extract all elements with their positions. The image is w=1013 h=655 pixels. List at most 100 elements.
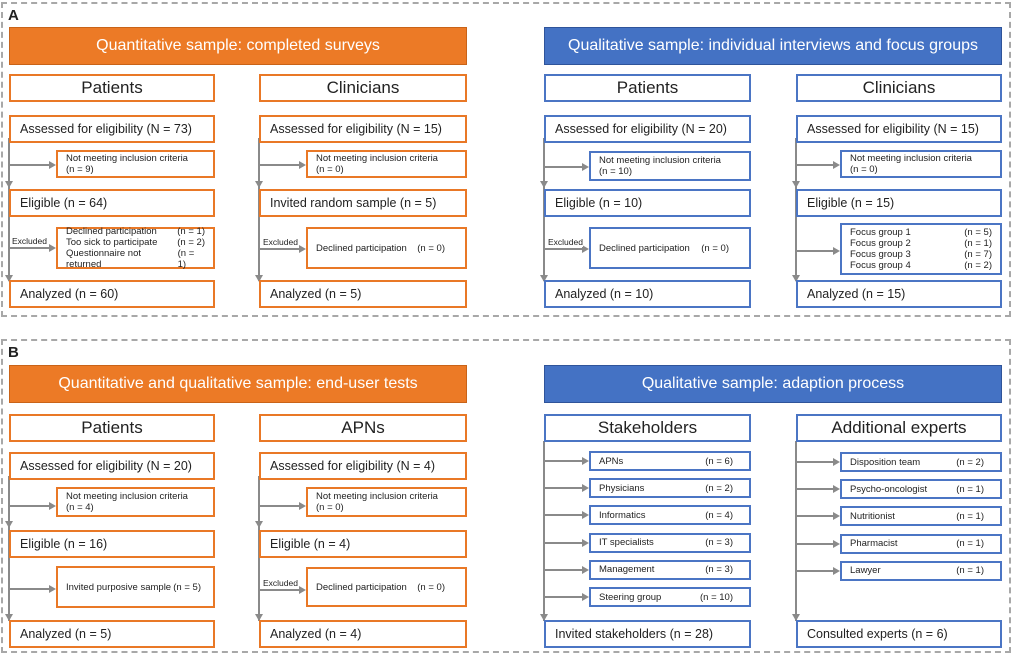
stakeholder-label: IT specialists xyxy=(599,537,654,549)
qual-clinicians-assessed: Assessed for eligibility (N = 15) xyxy=(796,115,1002,143)
qual-clinicians-focus-groups: Focus group 1(n = 5) Focus group 2(n = 1… xyxy=(840,223,1002,275)
flow-arrow xyxy=(540,614,548,621)
stakeholder-item: Physicians(n = 2) xyxy=(589,478,751,499)
b-patients-invited: Invited purposive sample(n = 5) xyxy=(56,566,215,608)
flow-line xyxy=(258,248,299,250)
flow-arrow xyxy=(5,275,13,282)
not-meeting-value: (n = 0) xyxy=(316,164,344,175)
expert-row: Lawyer (n = 1) xyxy=(850,565,992,576)
focus-group-row: Focus group 2(n = 1) xyxy=(850,238,992,249)
flow-line xyxy=(543,248,582,250)
flow-arrow xyxy=(255,614,263,621)
stakeholder-row: Management(n = 3) xyxy=(599,564,741,575)
stakeholder-item: APNs (n = 6) xyxy=(589,451,751,471)
flow-line xyxy=(543,514,582,517)
panel-a-label: A xyxy=(8,7,19,24)
flow-arrow xyxy=(833,161,840,169)
expert-item: Lawyer (n = 1) xyxy=(840,560,1002,581)
qual-clinicians-not-meeting: Not meeting inclusion criteria (n = 0) xyxy=(840,150,1002,178)
flow-arrow xyxy=(582,511,589,520)
stakeholder-item: Management(n = 3) xyxy=(589,559,751,580)
panel-b xyxy=(1,339,1011,653)
quant-patients-not-meeting: Not meeting inclusion criteria (n = 9) xyxy=(56,150,215,178)
flow-arrow xyxy=(540,181,548,188)
flow-arrow xyxy=(833,512,840,521)
b-patients-eligible: Eligible (n = 16) xyxy=(9,530,215,558)
not-meeting-label: Not meeting inclusion criteria xyxy=(599,155,721,166)
expert-item: Pharmacist (n = 1) xyxy=(840,533,1002,554)
focus-group-row: Focus group 1(n = 5) xyxy=(850,227,992,238)
qual-clinicians-eligible: Eligible (n = 15) xyxy=(796,189,1002,217)
not-meeting-label: Not meeting inclusion criteria xyxy=(316,153,438,164)
adaption-process-header: Qualitative sample: adaption process xyxy=(544,365,1002,403)
flow-arrow xyxy=(49,244,56,252)
flow-arrow xyxy=(582,457,589,465)
b-apns-not-meeting: Not meeting inclusion criteria (n = 0) xyxy=(306,487,467,517)
consulted-experts-total: Consulted experts (n = 6) xyxy=(796,620,1002,648)
stakeholder-item: IT specialists(n = 3) xyxy=(589,532,751,553)
excluded-row: Too sick to participate(n = 2) xyxy=(66,237,205,248)
flow-line xyxy=(543,166,582,168)
flow-arrow xyxy=(582,565,589,574)
flow-line xyxy=(8,247,49,249)
end-user-tests-header: Quantitative and qualitative sample: end… xyxy=(9,365,467,403)
expert-row: Nutritionist(n = 1) xyxy=(850,511,992,522)
stakeholder-label: APNs xyxy=(599,455,624,467)
b-apns-declined: Declined participation(n = 0) xyxy=(306,567,467,607)
flow-arrow xyxy=(582,245,589,253)
stakeholder-item: Steering group(n = 10) xyxy=(589,587,751,607)
flow-arrow xyxy=(5,614,13,621)
stakeholder-row: Physicians(n = 2) xyxy=(599,483,741,494)
qual-patients-declined: Declined participation(n = 0) xyxy=(589,227,751,269)
expert-count: (n = 1) xyxy=(956,538,984,550)
expert-row: Disposition team(n = 2) xyxy=(850,457,992,468)
not-meeting-label: Not meeting inclusion criteria xyxy=(850,153,972,164)
qual-patients-assessed: Assessed for eligibility (N = 20) xyxy=(544,115,751,143)
expert-label: Lawyer xyxy=(850,565,881,577)
expert-count: (n = 2) xyxy=(956,456,984,468)
stakeholder-count: (n = 2) xyxy=(705,482,733,494)
b-patients-assessed: Assessed for eligibility (N = 20) xyxy=(9,452,215,480)
b-apns-title: APNs xyxy=(259,414,467,442)
flow-arrow xyxy=(833,539,840,548)
flow-line xyxy=(543,568,582,571)
qual-patients-title: Patients xyxy=(544,74,751,102)
flow-line xyxy=(795,164,833,166)
quant-patients-title: Patients xyxy=(9,74,215,102)
not-meeting-value: (n = 4) xyxy=(66,502,94,513)
flow-line xyxy=(258,164,299,166)
stakeholder-item: Informatics (n = 4) xyxy=(589,505,751,526)
b-patients-not-meeting: Not meeting inclusion criteria (n = 4) xyxy=(56,487,215,517)
flow-arrow xyxy=(255,181,263,188)
expert-count: (n = 1) xyxy=(956,483,984,495)
expert-row: Pharmacist (n = 1) xyxy=(850,538,992,549)
flow-line xyxy=(8,505,49,507)
invited-row: Invited purposive sample(n = 5) xyxy=(66,581,201,593)
expert-count: (n = 1) xyxy=(956,565,984,577)
expert-row: Psycho-oncologist(n = 1) xyxy=(850,484,992,495)
expert-item: Psycho-oncologist(n = 1) xyxy=(840,479,1002,500)
flow-line xyxy=(795,488,833,491)
panel-a xyxy=(1,2,1011,317)
stakeholder-count: (n = 4) xyxy=(705,509,733,521)
not-meeting-label: Not meeting inclusion criteria xyxy=(66,153,188,164)
quant-patients-assessed: Assessed for eligibility (N = 73) xyxy=(9,115,215,143)
qual-patients-not-meeting: Not meeting inclusion criteria (n = 10) xyxy=(589,151,751,181)
flow-arrow xyxy=(833,566,840,575)
expert-label: Pharmacist xyxy=(850,538,898,550)
declined-row: Declined participation(n = 0) xyxy=(316,242,445,254)
expert-label: Nutritionist xyxy=(850,510,895,522)
excluded-row: Declined participation(n = 1) xyxy=(66,226,205,237)
stakeholder-count: (n = 6) xyxy=(705,455,733,467)
declined-row: Declined participation(n = 0) xyxy=(316,581,445,593)
flow-arrow xyxy=(582,163,589,171)
stakeholder-label: Informatics xyxy=(599,509,646,521)
flow-arrow xyxy=(582,593,589,601)
flow-line xyxy=(258,505,299,507)
flow-arrow xyxy=(5,521,13,528)
excluded-label: Excluded xyxy=(548,237,583,247)
not-meeting-value: (n = 0) xyxy=(850,164,878,175)
flow-arrow xyxy=(792,181,800,188)
qual-clinicians-analyzed: Analyzed (n = 15) xyxy=(796,280,1002,308)
flow-arrow xyxy=(299,245,306,253)
